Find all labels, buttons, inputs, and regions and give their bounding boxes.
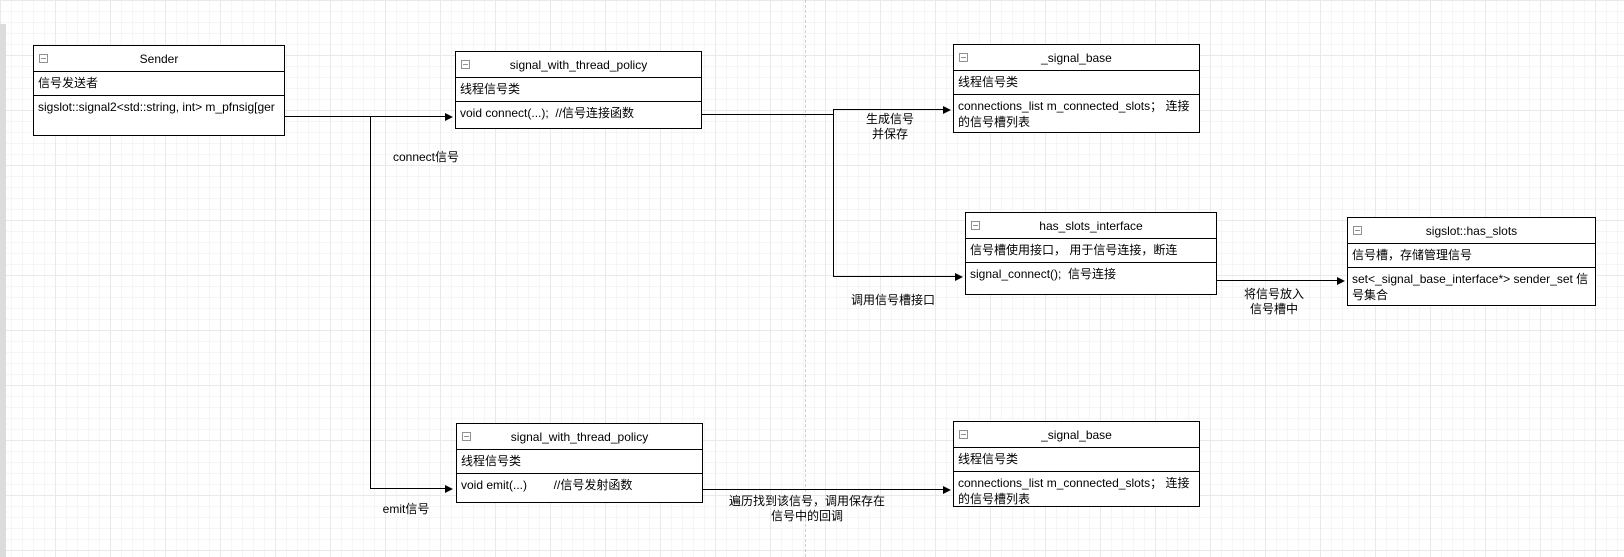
connector-connect-out[interactable] (702, 114, 833, 115)
connector-sender-branch-down[interactable] (370, 116, 371, 489)
collapse-minus-icon[interactable] (462, 431, 471, 441)
class-title-row: has_slots_interface (966, 213, 1216, 238)
class-title: signal_with_thread_policy (510, 429, 649, 444)
class-row: set<_signal_base_interface*> sender_set … (1348, 267, 1595, 305)
connector-to-sigslot-has-slots[interactable] (1216, 280, 1337, 281)
connector-emit-to-signal-base[interactable] (702, 489, 943, 490)
arrowhead-icon (1337, 277, 1345, 285)
class-title: _signal_base (1041, 427, 1112, 442)
edge-label-connect-signal[interactable]: connect信号 (392, 150, 460, 164)
class-row: 信号槽，存储管理信号 (1348, 243, 1595, 267)
edge-label-traverse-callback[interactable]: 遍历找到该信号，调用保存在 信号中的回调 (728, 494, 885, 523)
connector-sender-to-connect[interactable] (285, 116, 445, 117)
edge-label-generate-and-save[interactable]: 生成信号 并保存 (865, 112, 914, 141)
class-box-sender[interactable]: Sender 信号发送者 sigslot::signal2<std::strin… (33, 45, 285, 136)
connector-connect-branch-down[interactable] (833, 109, 834, 277)
class-title: signal_with_thread_policy (509, 57, 648, 72)
collapse-minus-icon[interactable] (1353, 225, 1362, 235)
class-row: 信号槽使用接口， 用于信号连接，断连 (966, 238, 1216, 262)
class-box-signal-base-bottom[interactable]: _signal_base 线程信号类 connections_list m_co… (953, 421, 1200, 507)
class-row: void connect(...); //信号连接函数 (456, 101, 701, 128)
page-boundary-guide (805, 0, 806, 557)
class-box-sigslot-has-slots[interactable]: sigslot::has_slots 信号槽，存储管理信号 set<_signa… (1347, 217, 1596, 306)
collapse-minus-icon[interactable] (959, 429, 968, 439)
collapse-minus-icon[interactable] (959, 52, 968, 62)
class-box-signal-base-top[interactable]: _signal_base 线程信号类 connections_list m_co… (953, 44, 1200, 133)
class-box-has-slots-interface[interactable]: has_slots_interface 信号槽使用接口， 用于信号连接，断连 s… (965, 212, 1217, 295)
class-title: Sender (139, 51, 179, 66)
class-title-row: Sender (34, 46, 284, 71)
connector-sender-to-emit[interactable] (370, 488, 445, 489)
class-row: 线程信号类 (954, 447, 1199, 471)
collapse-minus-icon[interactable] (39, 53, 48, 63)
arrowhead-icon (943, 106, 951, 114)
edge-label-emit-signal[interactable]: emit信号 (382, 502, 430, 516)
arrowhead-icon (445, 113, 453, 121)
connector-to-has-slots-interface[interactable] (833, 276, 955, 277)
class-row: signal_connect(); 信号连接 (966, 262, 1216, 294)
class-title-row: _signal_base (954, 422, 1199, 447)
class-row: 线程信号类 (457, 449, 702, 473)
class-row: sigslot::signal2<std::string, int> m_pfn… (34, 95, 284, 135)
class-row: connections_list m_connected_slots； 连接的信… (954, 471, 1199, 506)
arrowhead-icon (943, 486, 951, 494)
arrowhead-icon (955, 273, 963, 281)
class-box-signal-with-thread-policy-emit[interactable]: signal_with_thread_policy 线程信号类 void emi… (456, 423, 703, 503)
class-title-row: _signal_base (954, 45, 1199, 70)
class-row: connections_list m_connected_slots； 连接的信… (954, 94, 1199, 132)
arrowhead-icon (445, 485, 453, 493)
class-row: 信号发送者 (34, 71, 284, 95)
edge-label-call-slot-interface[interactable]: 调用信号槽接口 (850, 293, 935, 307)
class-title: has_slots_interface (1039, 218, 1143, 233)
class-title-row: sigslot::has_slots (1348, 218, 1595, 243)
canvas-left-edge (0, 24, 6, 557)
connector-to-signal-base-top[interactable] (833, 109, 943, 110)
class-title: _signal_base (1041, 50, 1112, 65)
class-row: 线程信号类 (954, 70, 1199, 94)
class-title: sigslot::has_slots (1425, 223, 1518, 238)
class-box-signal-with-thread-policy-connect[interactable]: signal_with_thread_policy 线程信号类 void con… (455, 51, 702, 129)
collapse-minus-icon[interactable] (461, 59, 470, 69)
class-title-row: signal_with_thread_policy (457, 424, 702, 449)
class-title-row: signal_with_thread_policy (456, 52, 701, 77)
edge-label-put-signal-into-slot[interactable]: 将信号放入 信号槽中 (1243, 287, 1304, 316)
class-row: void emit(...) //信号发射函数 (457, 473, 702, 502)
class-row: 线程信号类 (456, 77, 701, 101)
collapse-minus-icon[interactable] (971, 220, 980, 230)
